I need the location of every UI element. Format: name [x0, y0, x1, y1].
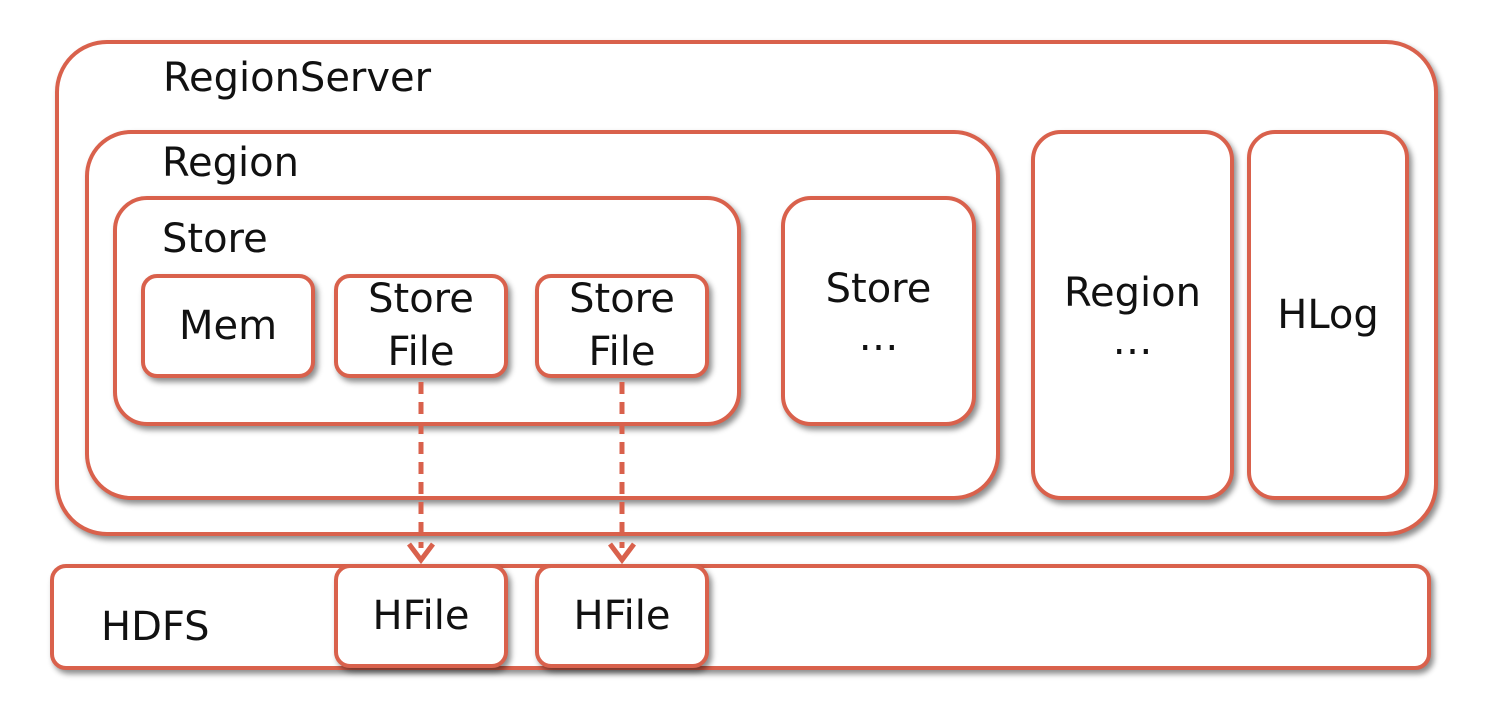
region-server-label: RegionServer [163, 55, 432, 101]
arrow-2-head [608, 542, 636, 565]
store-file-1-line2: File [387, 329, 455, 375]
arrow-1-head [407, 542, 435, 565]
region-more-ellipsis: … [1112, 318, 1153, 365]
store-file-box-2: Store File [535, 274, 709, 378]
region-label: Region [162, 140, 299, 186]
hdfs-label: HDFS [101, 604, 210, 650]
hfile-box-1: HFile [334, 564, 508, 668]
store-more-label: Store [825, 265, 932, 312]
hfile-2-label: HFile [573, 592, 671, 639]
store-file-2-line2: File [588, 329, 656, 375]
store-file-2-line1: Store [569, 276, 675, 323]
mem-label: Mem [178, 302, 278, 349]
hfile-box-2: HFile [535, 564, 709, 668]
hlog-label: HLog [1277, 291, 1379, 338]
region-more-label: Region [1064, 269, 1201, 316]
mem-box: Mem [141, 274, 315, 378]
store-more-ellipsis: … [858, 314, 899, 361]
hfile-1-label: HFile [372, 592, 470, 639]
hdfs-box [50, 564, 1431, 670]
region-more-box: Region … [1031, 130, 1234, 500]
store-label: Store [162, 216, 268, 262]
store-file-1-line1: Store [368, 276, 474, 323]
hlog-box: HLog [1247, 130, 1409, 500]
store-file-box-1: Store File [334, 274, 508, 378]
store-more-box: Store … [781, 196, 976, 426]
